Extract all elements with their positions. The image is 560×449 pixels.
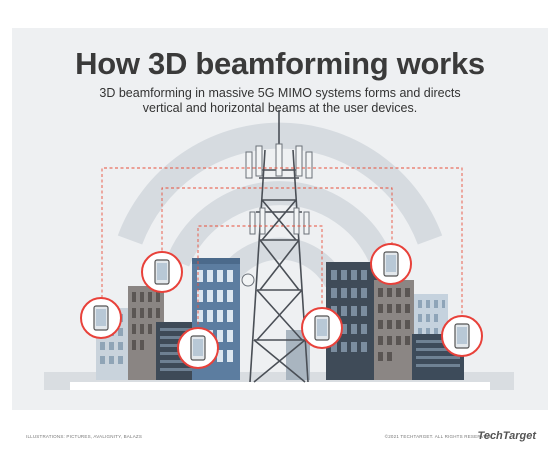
phone-icon (301, 307, 343, 349)
beam-line-1 (101, 167, 463, 318)
page-title: How 3D beamforming works (75, 46, 485, 81)
user-devices (80, 243, 483, 369)
tower-antennas (241, 143, 313, 287)
phone-icon (177, 327, 219, 369)
subtitle-line-1: 3D beamforming in massive 5G MIMO system… (99, 86, 461, 100)
buildings-left (96, 258, 240, 380)
beam-line-3 (197, 225, 323, 330)
beam-line-2 (161, 187, 393, 256)
page-subtitle: 3D beamforming in massive 5G MIMO system… (0, 86, 560, 116)
copyright-notice: ©2021 TECHTARGET. ALL RIGHTS RESERVED. (384, 434, 492, 439)
phone-icon (441, 315, 483, 357)
phone-icon (370, 243, 412, 285)
illustration-credit: ILLUSTRATIONS: PICTURES, AVALIGNITY, BAL… (26, 434, 143, 439)
phone-icon (80, 297, 122, 339)
subtitle-line-2: vertical and horizontal beams at the use… (142, 101, 418, 115)
phone-icon (141, 251, 183, 293)
techtarget-logo: TechTarget (477, 430, 536, 442)
buildings-right (286, 262, 464, 380)
beam-lines (101, 167, 463, 330)
cell-tower (249, 110, 309, 383)
